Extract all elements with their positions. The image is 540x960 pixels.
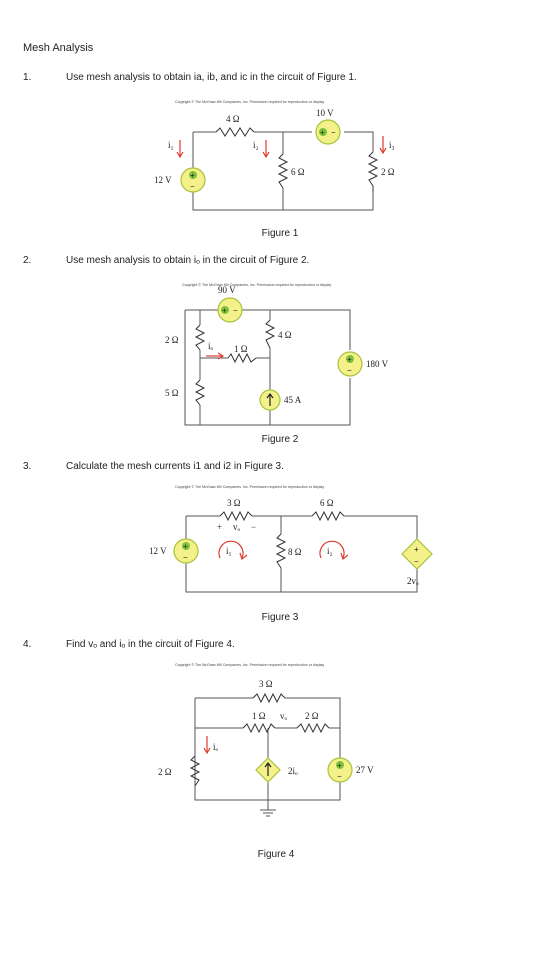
vo-minus: −	[251, 522, 256, 532]
plus-sign: +	[222, 306, 227, 315]
resistor-1ohm	[242, 722, 276, 734]
label-6ohm: 6 Ω	[320, 498, 334, 508]
mesh-arrow-i1	[218, 540, 244, 559]
label-i3: i₃	[389, 140, 395, 150]
label-4ohm: 4 Ω	[278, 330, 292, 340]
label-2ohm-right: 2 Ω	[305, 711, 319, 721]
vo-plus: +	[217, 522, 222, 532]
copyright-note: Copyright © The McGraw-Hill Companies, I…	[182, 283, 331, 287]
resistor-2ohm-right	[296, 722, 330, 734]
label-i2: i₂	[327, 546, 333, 556]
label-2ohm: 2 Ω	[165, 335, 179, 345]
plus-sign: +	[320, 128, 325, 137]
question-number: 4.	[23, 639, 32, 650]
resistor-1ohm	[227, 352, 257, 364]
label-90v: 90 V	[218, 285, 236, 295]
question-number: 3.	[23, 461, 32, 472]
label-12v: 12 V	[154, 175, 172, 185]
figure-3-caption: Figure 3	[261, 612, 299, 623]
voltage-source-90v	[217, 297, 243, 323]
resistor-2ohm	[367, 151, 379, 192]
minus-sign: −	[233, 306, 238, 315]
label-3ohm: 3 Ω	[259, 679, 273, 689]
copyright-note: Copyright © The McGraw-Hill Companies, I…	[175, 100, 324, 104]
voltage-source-12v	[180, 167, 206, 193]
minus-sign: −	[414, 557, 419, 566]
question-4: 4. Find vₒ and iₒ in the circuit of Figu…	[23, 639, 523, 653]
resistor-8ohm	[275, 533, 287, 569]
resistor-6ohm	[277, 153, 289, 189]
question-text: Use mesh analysis to obtain ia, ib, and …	[66, 72, 357, 83]
minus-sign: −	[331, 128, 336, 137]
minus-sign: −	[347, 366, 352, 375]
label-10v: 10 V	[316, 108, 334, 118]
plus-sign: +	[414, 545, 419, 554]
label-vo: vₒ	[233, 522, 241, 532]
question-text: Calculate the mesh currents i1 and i2 in…	[66, 461, 284, 472]
question-text: Use mesh analysis to obtain iₒ in the ci…	[66, 255, 310, 266]
figure-4-caption: Figure 4	[257, 849, 295, 860]
label-2io: 2iₒ	[288, 766, 298, 776]
label-vo: vₒ	[280, 711, 288, 721]
label-2ohm-left: 2 Ω	[158, 767, 172, 777]
figure-2: Copyright © The McGraw-Hill Companies, I…	[160, 280, 400, 430]
label-io: iₒ	[208, 341, 214, 351]
label-1ohm: 1 Ω	[252, 711, 266, 721]
label-27v: 27 V	[356, 765, 374, 775]
plus-sign: +	[337, 761, 342, 770]
question-2: 2. Use mesh analysis to obtain iₒ in the…	[23, 255, 523, 269]
label-3ohm: 3 Ω	[227, 498, 241, 508]
voltage-source-12v	[173, 538, 199, 564]
question-number: 1.	[23, 72, 32, 83]
resistor-6ohm	[311, 510, 345, 522]
label-2ohm: 2 Ω	[381, 167, 395, 177]
label-6ohm: 6 Ω	[291, 167, 305, 177]
mesh-arrow-i2	[319, 540, 345, 559]
question-3: 3. Calculate the mesh currents i1 and i2…	[23, 461, 523, 475]
figure-1: Copyright © The McGraw-Hill Companies, I…	[140, 96, 410, 218]
resistor-2ohm	[194, 324, 206, 351]
copyright-note: Copyright © The McGraw-Hill Companies, I…	[175, 663, 324, 667]
resistor-4ohm	[264, 319, 276, 349]
voltage-source-27v	[327, 757, 353, 783]
resistor-5ohm	[194, 379, 206, 406]
label-i2: i₂	[253, 140, 259, 150]
resistor-3ohm	[219, 510, 253, 522]
resistor-3ohm	[252, 692, 286, 704]
minus-sign: −	[337, 772, 342, 781]
page-heading: Mesh Analysis	[23, 42, 94, 54]
label-2vo: 2vₒ	[407, 576, 419, 586]
plus-sign: +	[347, 355, 352, 364]
resistor-2ohm-left	[189, 755, 201, 787]
label-4ohm: 4 Ω	[226, 114, 240, 124]
dependent-voltage-source	[401, 538, 433, 570]
voltage-source-10v	[315, 119, 341, 145]
label-i1: i₁	[168, 140, 174, 150]
label-45a: 45 A	[284, 395, 302, 405]
plus-sign: +	[183, 542, 188, 551]
copyright-note: Copyright © The McGraw-Hill Companies, I…	[175, 485, 324, 489]
label-i1: i₁	[226, 546, 232, 556]
label-io: iₒ	[213, 742, 219, 752]
voltage-source-180v	[337, 351, 363, 377]
figure-4: Copyright © The McGraw-Hill Companies, I…	[150, 660, 410, 840]
figure-3: Copyright © The McGraw-Hill Companies, I…	[145, 482, 435, 602]
label-8ohm: 8 Ω	[288, 547, 302, 557]
minus-sign: −	[190, 182, 195, 191]
plus-sign: +	[190, 171, 195, 180]
figure-2-caption: Figure 2	[261, 434, 299, 445]
label-180v: 180 V	[366, 359, 389, 369]
question-1: 1. Use mesh analysis to obtain ia, ib, a…	[23, 72, 523, 86]
figure-1-caption: Figure 1	[261, 228, 299, 239]
label-12v: 12 V	[149, 546, 167, 556]
label-1ohm: 1 Ω	[234, 344, 248, 354]
minus-sign: −	[183, 553, 188, 562]
question-number: 2.	[23, 255, 32, 266]
resistor-4ohm	[215, 127, 255, 137]
label-5ohm: 5 Ω	[165, 388, 179, 398]
question-text: Find vₒ and iₒ in the circuit of Figure …	[66, 639, 235, 650]
